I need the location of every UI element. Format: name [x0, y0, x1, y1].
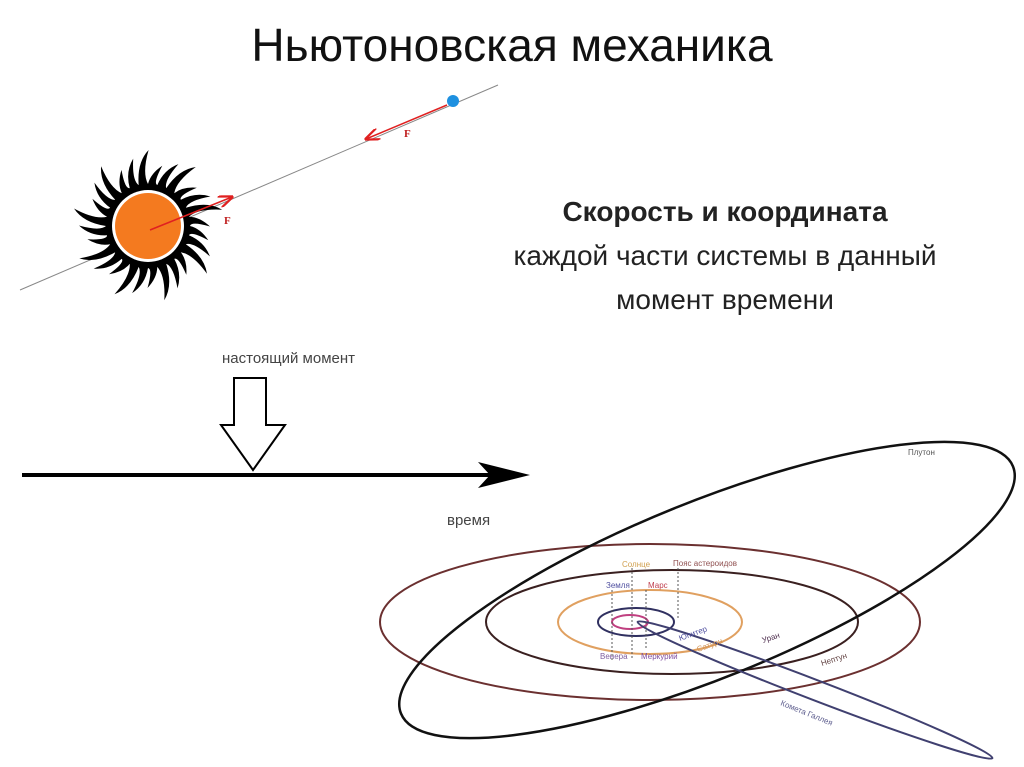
label-mercury: Меркурий	[641, 652, 678, 661]
orbit-jupiter	[597, 607, 675, 637]
orbit-halley	[636, 620, 994, 760]
description-text: каждой части системы в данный момент вре…	[513, 240, 937, 315]
label-saturn: Сатурн	[696, 636, 724, 654]
time-arrow-head-icon	[478, 462, 530, 488]
solar-system-diagram: Солнце Пояс астероидов Земля Марс Венера…	[379, 440, 1016, 760]
timeline: настоящий момент время	[22, 350, 530, 529]
label-halley: Комета Галлея	[779, 699, 834, 728]
label-mars: Марс	[648, 581, 668, 590]
sun-icon	[115, 193, 181, 259]
force-label-planet: F	[404, 128, 411, 140]
orbit-pluto	[398, 440, 1016, 740]
description-bold: Скорость и координата	[562, 196, 888, 227]
label-earth: Земля	[606, 581, 630, 590]
present-moment-label: настоящий момент	[222, 350, 355, 367]
label-pluto: Плутон	[908, 448, 935, 457]
slide-title: Ньютоновская механика	[251, 19, 773, 71]
orbit-neptune	[379, 543, 921, 701]
label-uranus: Уран	[761, 631, 781, 645]
planet-icon	[447, 95, 459, 107]
force-diagram: F F	[19, 84, 499, 301]
orbit-saturn	[557, 589, 743, 655]
present-moment-arrow-icon	[219, 377, 287, 472]
label-sun: Солнце	[622, 560, 651, 569]
slide-description: Скорость и координата каждой части систе…	[490, 190, 960, 322]
label-asteroid-belt: Пояс астероидов	[673, 559, 737, 568]
time-label: время	[447, 512, 490, 529]
label-venus: Венера	[600, 652, 628, 661]
label-neptune: Нептун	[820, 651, 848, 668]
force-arrow-planet	[366, 104, 448, 139]
force-arrow-sun	[149, 197, 232, 231]
force-label-sun: F	[224, 215, 231, 227]
orbit-uranus	[485, 569, 859, 675]
